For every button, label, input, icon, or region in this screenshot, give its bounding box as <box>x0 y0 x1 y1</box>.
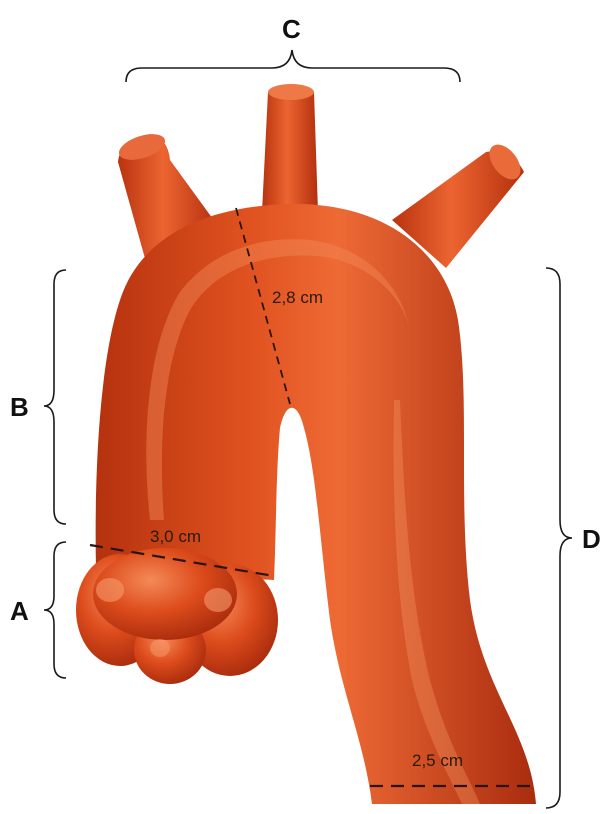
arch-diameter-label: 2,8 cm <box>272 288 323 307</box>
middle-branch <box>262 86 318 212</box>
descending-diameter-label: 2,5 cm <box>412 751 463 770</box>
segment-c-label: C <box>282 14 301 44</box>
segment-b-brace <box>44 270 66 524</box>
root-diameter-label: 3,0 cm <box>150 527 201 546</box>
segment-c-brace <box>126 50 460 82</box>
segment-a-label: A <box>10 596 29 626</box>
segment-a-brace <box>44 542 66 678</box>
middle-branch-opening <box>268 84 314 100</box>
segment-b-label: B <box>10 392 29 422</box>
segment-d-brace <box>546 268 572 808</box>
aortic-root <box>76 548 278 684</box>
segment-d-label: D <box>582 524 601 554</box>
